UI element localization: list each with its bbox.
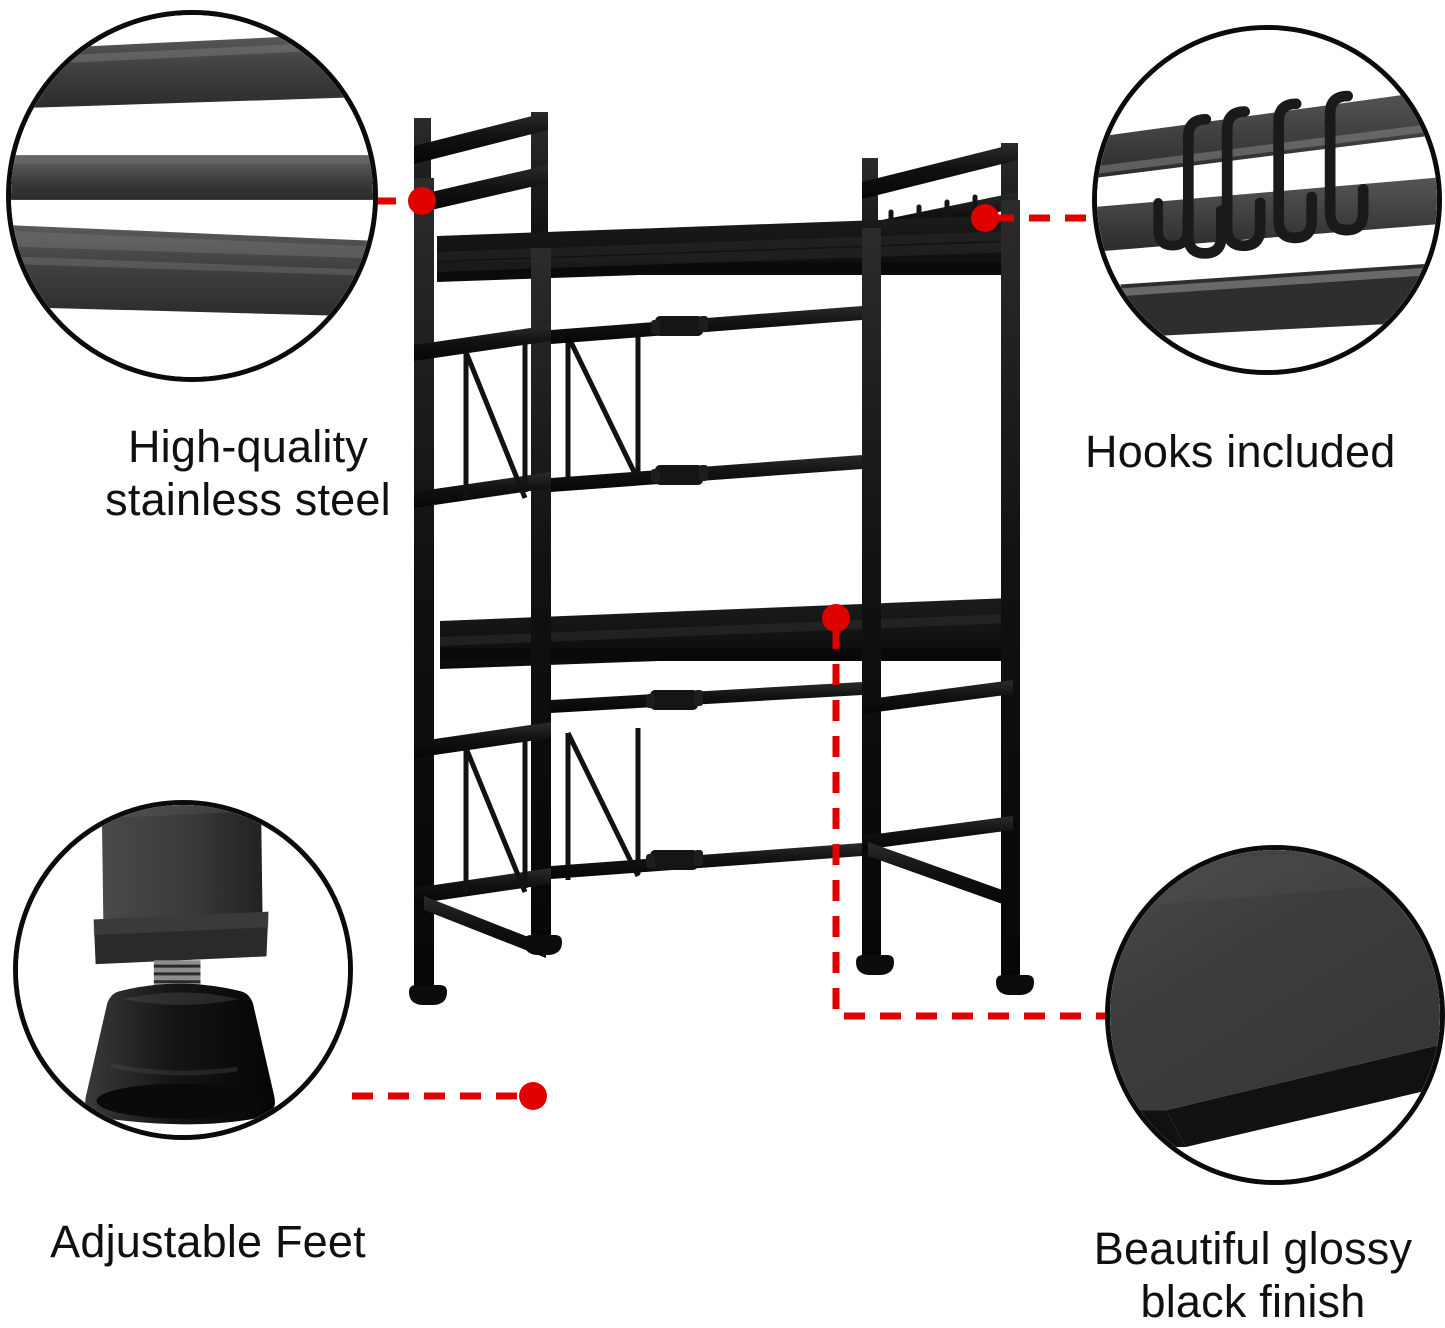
detail-circle-adjustable-foot: [13, 800, 353, 1140]
adjustable-feet-group: [409, 935, 1034, 1005]
label-hooks-included: Hooks included: [1085, 426, 1396, 477]
rack-frame: [409, 112, 1034, 1005]
steel-bars-detail: [11, 15, 373, 377]
upper-brace-panel: [463, 330, 641, 499]
connector-glossy-black-finish: [822, 604, 1110, 1020]
telescoping-rod-upper-1: [551, 306, 862, 344]
anchor-dot-top-right: [971, 204, 999, 232]
label-beautiful-glossy-black-finish: Beautiful glossy black finish: [1093, 1223, 1413, 1328]
detail-circle-glossy-finish: [1105, 845, 1445, 1185]
detail-circle-stainless-steel: [6, 10, 378, 382]
right-side-rails: [862, 680, 1013, 906]
connector-adjustable-feet: [352, 1082, 547, 1110]
label-high-quality-stainless-steel: High-quality stainless steel: [105, 421, 391, 526]
telescoping-rod-lower-2: [551, 843, 862, 879]
label-adjustable-feet: Adjustable Feet: [50, 1216, 366, 1267]
back-right-post: [1001, 200, 1020, 990]
anchor-dot-bottom-right: [822, 604, 850, 632]
front-left-post: [414, 178, 434, 998]
telescoping-rod-lower-1: [551, 682, 862, 713]
front-right-post: [862, 228, 881, 970]
detail-circle-hooks: [1092, 25, 1442, 375]
connector-high-quality-stainless-steel: [375, 187, 436, 215]
lower-brace-panel: [463, 728, 641, 893]
back-left-post: [531, 248, 551, 948]
anchor-dot-bottom-left: [519, 1082, 547, 1110]
anchor-dot-top-left: [408, 187, 436, 215]
connector-hooks-included: [971, 204, 1100, 232]
glossy-panel-detail: [1110, 850, 1440, 1180]
telescoping-rod-upper-2: [551, 455, 862, 492]
hooks-detail: [1097, 30, 1437, 370]
adjustable-foot-detail: [18, 805, 348, 1135]
